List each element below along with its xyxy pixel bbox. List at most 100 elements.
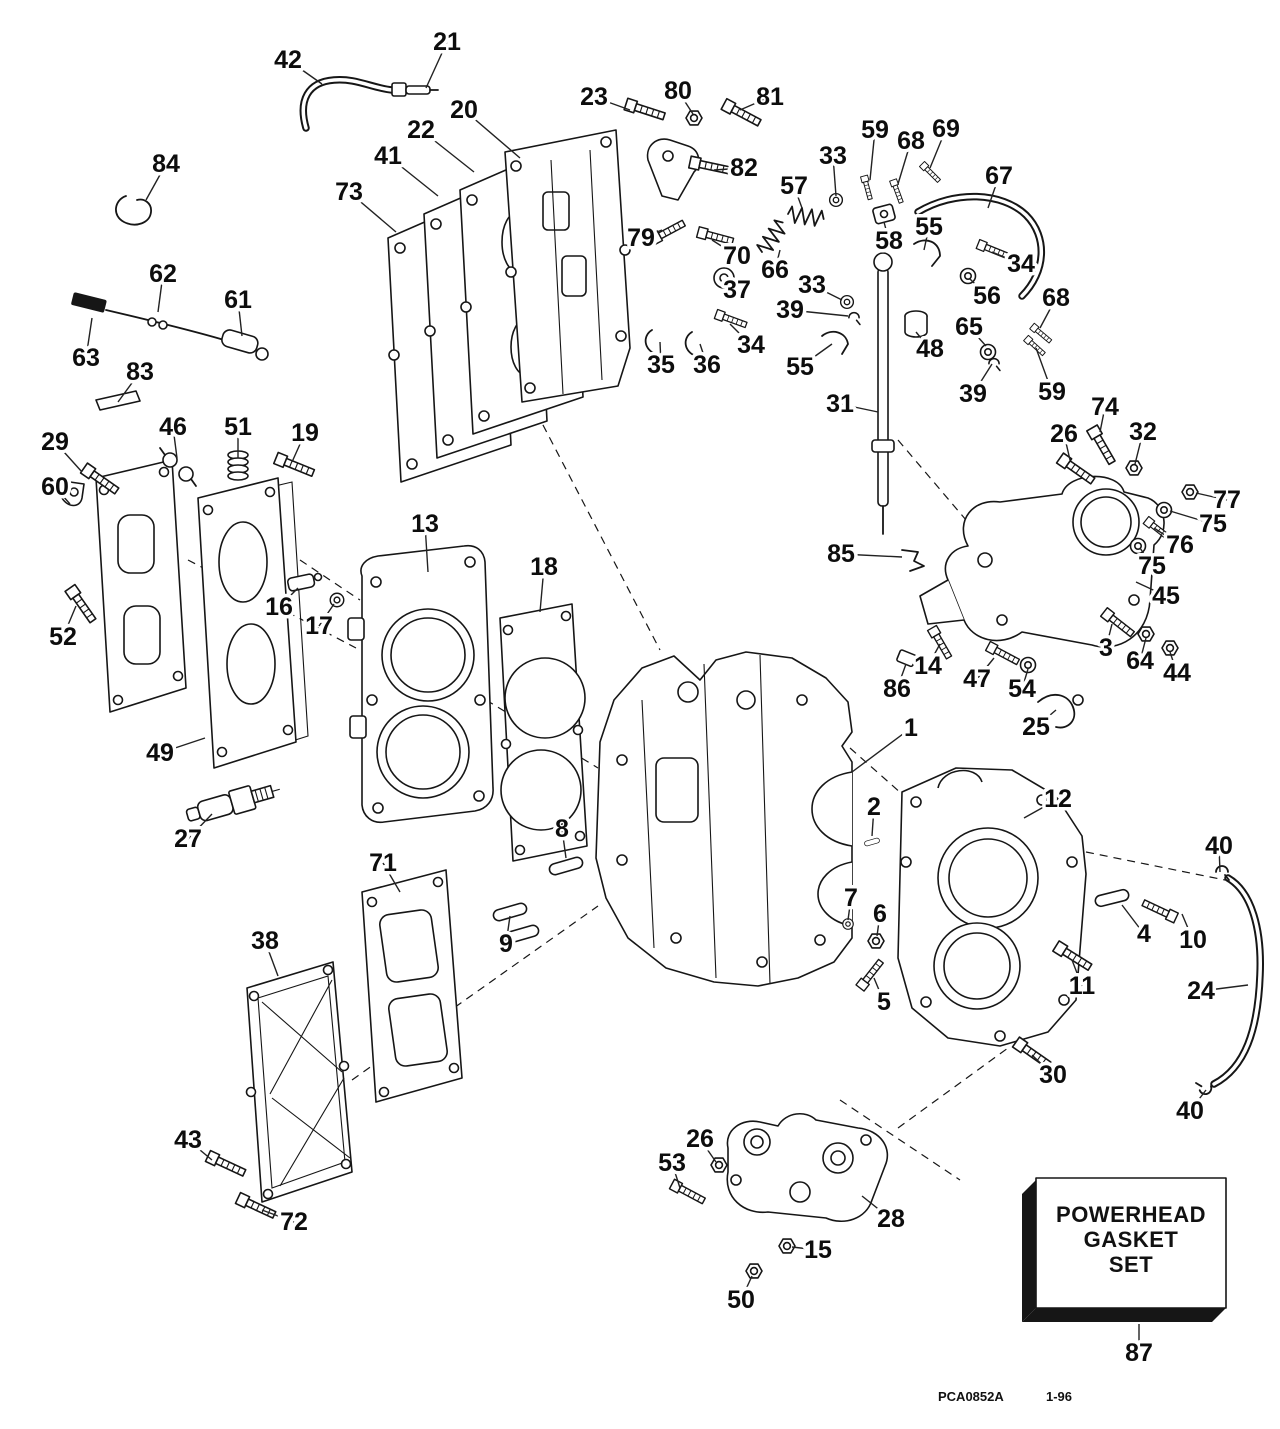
leader-line	[157, 273, 164, 313]
callout-label: 13	[411, 510, 439, 538]
callout-label: 3	[1099, 634, 1113, 662]
callout-label: 79	[627, 224, 655, 252]
leader-line	[869, 129, 876, 181]
leader-line	[774, 249, 781, 271]
screw-glyph	[1023, 334, 1047, 358]
leader-line	[424, 523, 429, 573]
callout-label: 67	[985, 162, 1013, 190]
leader-line	[561, 828, 567, 859]
leader-line	[539, 566, 545, 613]
leader-line	[1134, 431, 1144, 465]
callout-label: 24	[1187, 977, 1215, 1005]
washer-glyph	[329, 592, 345, 608]
callout-label: 66	[761, 256, 789, 284]
leader-line	[671, 1162, 681, 1189]
nut-glyph	[867, 933, 885, 949]
leader-line	[54, 486, 71, 505]
callout-label: 68	[1042, 284, 1070, 312]
leader-line	[876, 913, 881, 937]
spring-glyph	[754, 217, 791, 258]
washer-glyph	[979, 343, 997, 361]
water-hose-right	[1195, 865, 1264, 1098]
footer-date: 1-96	[1046, 1389, 1072, 1404]
stud-glyph	[855, 957, 886, 992]
leader-line	[1195, 492, 1228, 501]
leader-line	[505, 915, 511, 945]
leader-line	[1135, 581, 1167, 597]
spark-plug	[185, 784, 280, 822]
nut-glyph	[1125, 460, 1143, 476]
link-46	[159, 447, 197, 487]
leader-line	[593, 96, 631, 111]
leader-line	[1169, 510, 1214, 525]
leader-line	[811, 284, 843, 301]
clamp-55	[821, 330, 849, 355]
callout-label: 64	[1126, 647, 1154, 675]
link-rod	[871, 252, 895, 535]
gasket-box-line-2: GASKET	[1084, 1227, 1179, 1252]
bolt-glyph	[623, 97, 667, 123]
leader-line	[187, 1139, 213, 1161]
callout-label: 74	[1091, 393, 1119, 421]
leader-line	[117, 371, 141, 403]
leader-line	[1035, 347, 1053, 393]
leader-line	[729, 323, 752, 346]
leader-line	[172, 426, 178, 459]
bolt-glyph	[1086, 424, 1118, 467]
callout-label: 6	[873, 900, 887, 928]
leader-line	[1035, 709, 1057, 728]
clip-glyph	[848, 311, 861, 326]
washer-glyph	[1155, 501, 1173, 519]
callout-label: 60	[41, 473, 69, 501]
callout-label: 82	[730, 154, 758, 182]
callout-label: 30	[1039, 1061, 1067, 1089]
callout-label: 18	[530, 553, 558, 581]
bolt-glyph	[204, 1149, 248, 1180]
callout-label: 56	[973, 282, 1001, 310]
callout-label: 55	[915, 213, 943, 241]
leader-line	[799, 343, 833, 368]
leader-line	[791, 1246, 819, 1251]
washer-glyph	[839, 294, 855, 310]
callout-label: 63	[72, 344, 100, 372]
hose-clamp-icon	[1195, 1077, 1214, 1098]
head-cover-stack	[387, 129, 631, 483]
callout-label: 39	[959, 380, 987, 408]
bolt-glyph	[648, 217, 688, 246]
bolt-glyph	[687, 155, 732, 177]
leader-line	[883, 221, 890, 242]
callout-label: 86	[883, 675, 911, 703]
callout-label: 40	[1205, 832, 1233, 860]
bolt-glyph	[668, 1178, 708, 1207]
leader-line	[387, 155, 439, 197]
leader-line	[85, 317, 93, 359]
leader-line	[1121, 904, 1145, 935]
callout-label: 57	[780, 172, 808, 200]
leader-line	[1063, 433, 1071, 461]
callout-label: 75	[1138, 552, 1166, 580]
leader-line	[873, 977, 885, 1003]
callout-label: 68	[897, 127, 925, 155]
callout-label: 59	[1038, 378, 1066, 406]
callout-label: 77	[1213, 486, 1241, 514]
callout-label: 54	[1008, 675, 1036, 703]
leader-line	[425, 41, 448, 89]
callout-label: 23	[580, 83, 608, 111]
callout-label: 2	[867, 793, 881, 821]
callout-label: 10	[1179, 926, 1207, 954]
callout-label: 21	[433, 28, 461, 56]
leader-line	[1031, 1054, 1054, 1076]
leader-line	[348, 191, 397, 233]
callout-label: 65	[955, 313, 983, 341]
clip-strip	[95, 390, 141, 411]
callout-label: 49	[146, 739, 174, 767]
leader-line	[725, 279, 738, 291]
callout-label: 14	[914, 652, 942, 680]
callout-label: 4	[1137, 920, 1151, 948]
leader-line	[1218, 845, 1221, 873]
dowel-pin-glyph	[547, 855, 585, 877]
callout-label: 42	[274, 46, 302, 74]
footer-code: PCA0852A	[938, 1389, 1004, 1404]
